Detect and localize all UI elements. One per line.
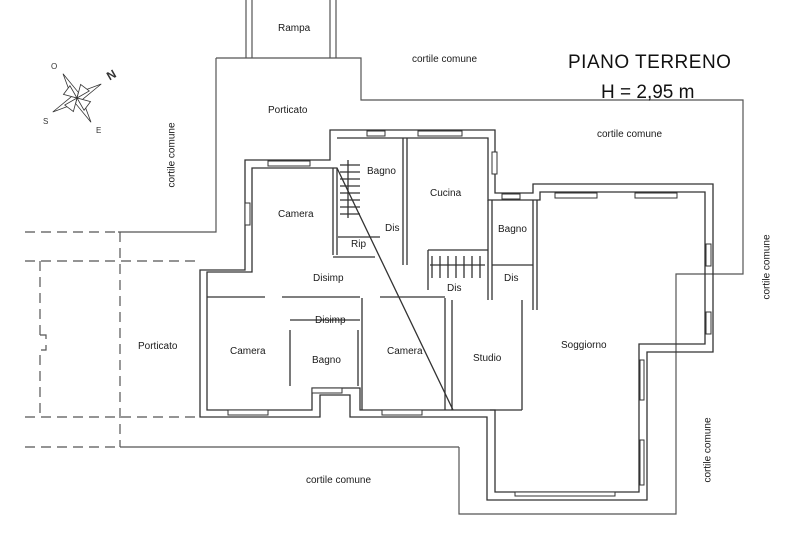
- porticato-top-boundary: [216, 57, 744, 515]
- building-inner-wall: [206, 137, 706, 493]
- compass-rose-icon: [52, 73, 102, 123]
- room-rip: Rip: [351, 239, 367, 250]
- plan-title: PIANO TERRENO: [568, 52, 732, 73]
- area-porticato-top: Porticato: [268, 105, 308, 116]
- room-bagno-center: Bagno: [312, 355, 341, 366]
- room-dis-2: Dis: [447, 283, 462, 294]
- porticato-left-dashed: [25, 231, 200, 448]
- compass-west-label: O: [51, 62, 58, 71]
- room-studio: Studio: [473, 353, 502, 364]
- area-cortile-right-lower: cortile comune: [702, 417, 714, 483]
- room-cucina: Cucina: [430, 188, 462, 199]
- room-disimp-2: Disimp: [315, 315, 346, 326]
- room-bagno-top: Bagno: [367, 166, 396, 177]
- area-rampa: Rampa: [278, 23, 311, 34]
- ceiling-height: H = 2,95 m: [601, 82, 695, 103]
- area-cortile-top-right: cortile comune: [597, 129, 663, 140]
- room-dis-1: Dis: [385, 223, 400, 234]
- area-cortile-right: cortile comune: [761, 234, 773, 300]
- rampa-walls: [245, 0, 337, 58]
- room-camera-left: Camera: [230, 346, 266, 357]
- room-soggiorno: Soggiorno: [561, 340, 607, 351]
- room-bagno-right: Bagno: [498, 224, 527, 235]
- area-porticato-left: Porticato: [138, 341, 178, 352]
- room-disimp-1: Disimp: [313, 273, 344, 284]
- area-cortile-top: cortile comune: [412, 54, 478, 65]
- room-camera-top: Camera: [278, 209, 314, 220]
- room-camera-center: Camera: [387, 346, 423, 357]
- area-cortile-bottom: cortile comune: [306, 475, 372, 486]
- area-cortile-left: cortile comune: [166, 122, 178, 188]
- compass-south-label: S: [43, 117, 49, 126]
- room-dis-3: Dis: [504, 273, 519, 284]
- building-outer-wall: [199, 129, 714, 501]
- compass-east-label: E: [96, 126, 102, 135]
